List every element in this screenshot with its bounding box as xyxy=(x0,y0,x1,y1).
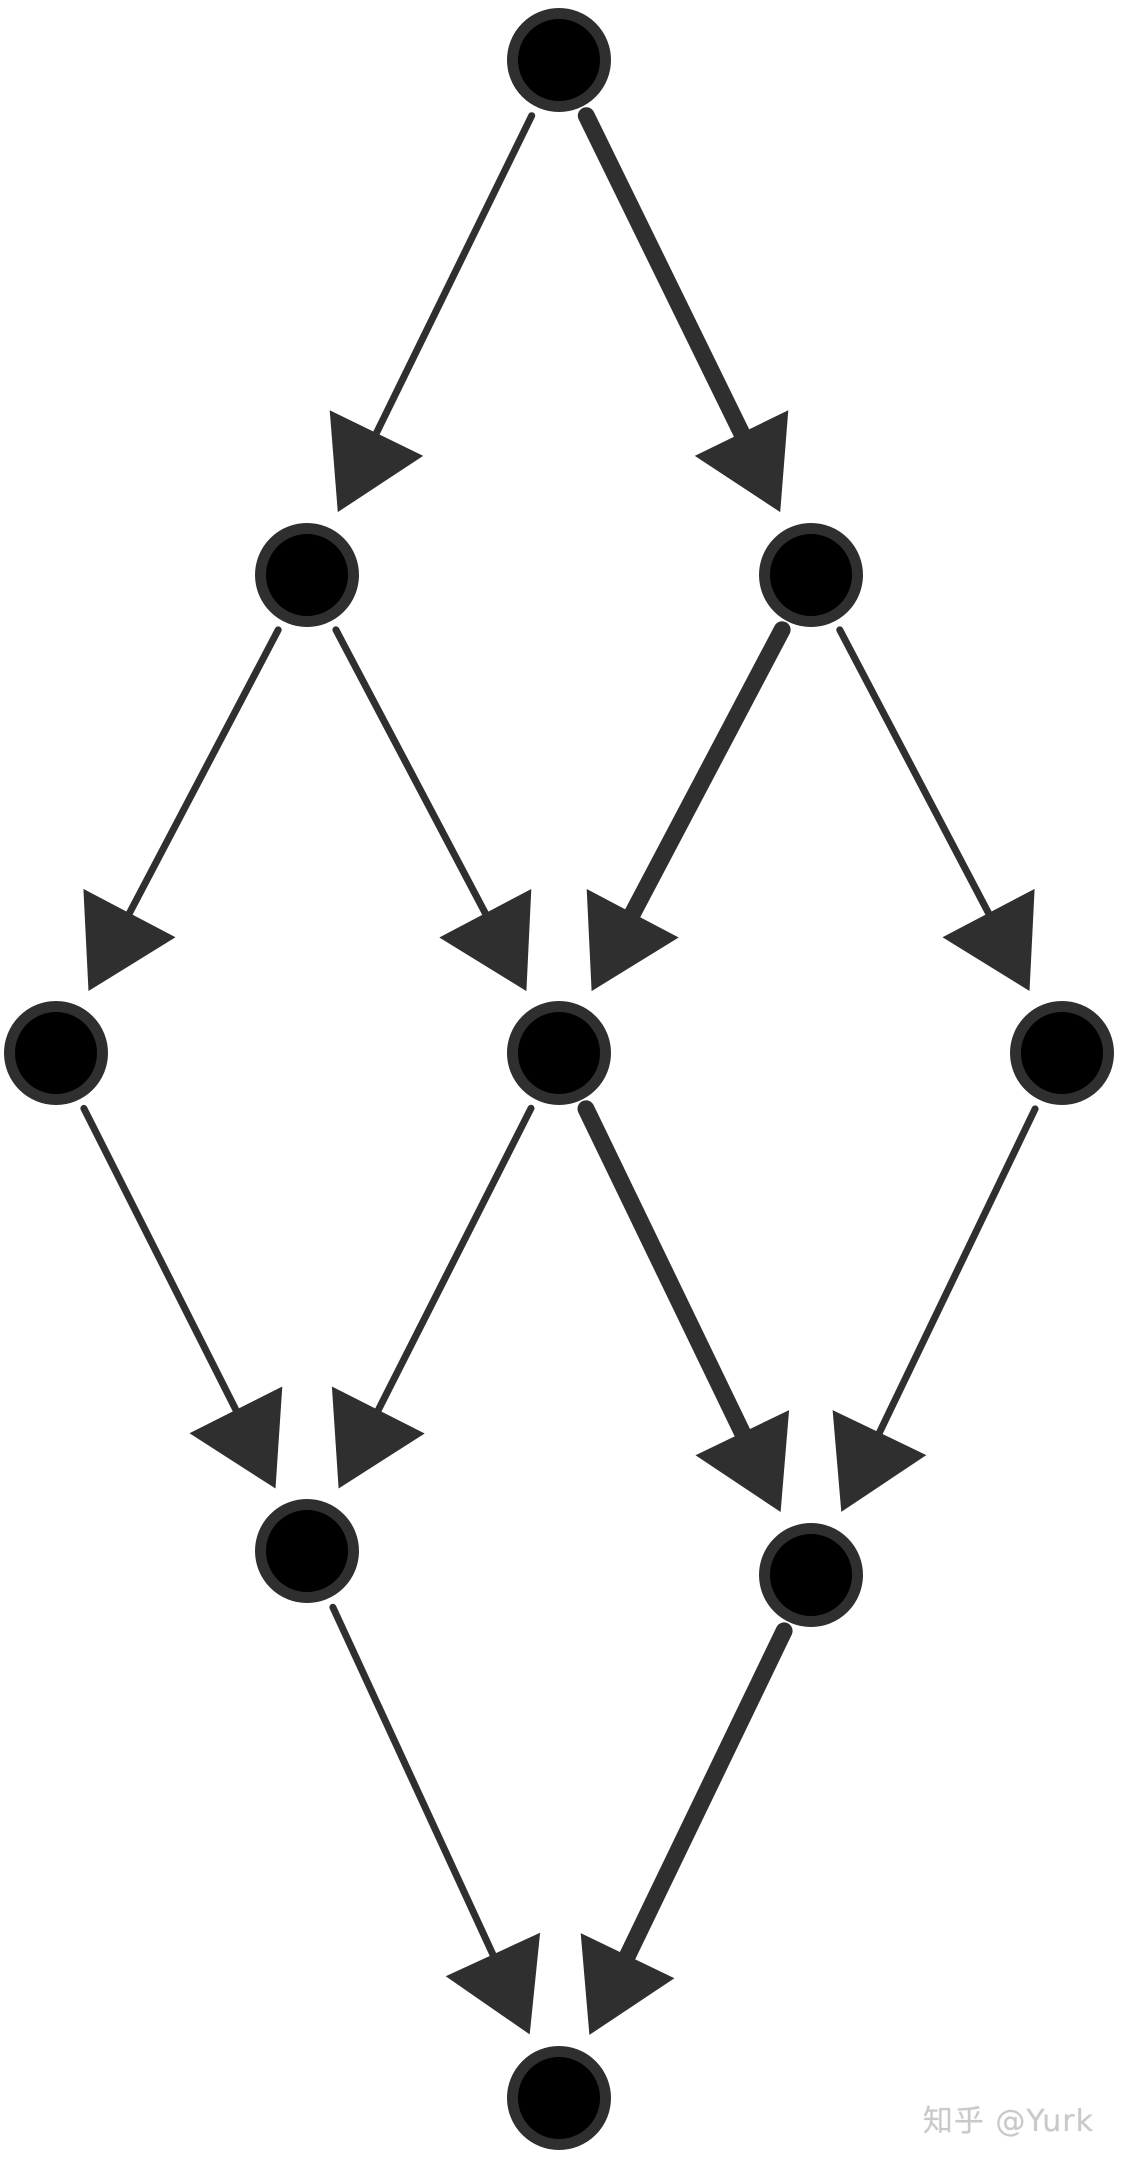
arrowhead-icon xyxy=(445,1932,541,2035)
arrowhead-icon xyxy=(580,1933,675,2035)
edge-n5-n8 xyxy=(577,1100,790,1512)
node-n4 xyxy=(4,1001,108,1105)
edge-line xyxy=(332,626,494,926)
arrowhead-icon xyxy=(439,889,532,992)
edge-n3-n6 xyxy=(836,626,1035,991)
edge-n8-n9 xyxy=(580,1622,793,2035)
arrowhead-icon xyxy=(189,1386,283,1489)
node-n6 xyxy=(1010,1001,1114,1105)
nodes-layer xyxy=(4,8,1114,2150)
edge-n7-n9 xyxy=(329,1603,541,2035)
edge-line xyxy=(871,1105,1039,1446)
edge-n1-n2 xyxy=(329,112,536,513)
edges-layer xyxy=(80,107,1039,2035)
edge-line xyxy=(370,1104,535,1423)
arrowhead-icon xyxy=(695,1410,790,1512)
arrowhead-icon xyxy=(329,410,424,513)
edge-line xyxy=(836,626,997,926)
edge-line xyxy=(80,1104,244,1423)
edge-line xyxy=(329,1603,501,1968)
node-n2 xyxy=(255,523,359,627)
node-n9 xyxy=(507,2046,611,2150)
node-n5 xyxy=(507,1001,611,1105)
edge-n1-n3 xyxy=(577,107,789,513)
arrowhead-icon xyxy=(331,1386,425,1489)
arrowhead-icon xyxy=(942,888,1035,991)
edge-n4-n7 xyxy=(80,1104,283,1489)
edge-line xyxy=(577,107,755,451)
node-n1 xyxy=(507,8,611,112)
arrowhead-icon xyxy=(832,1410,927,1512)
arrowhead-icon xyxy=(586,889,679,992)
edge-n5-n7 xyxy=(331,1104,535,1489)
edge-n2-n4 xyxy=(83,626,282,991)
edge-n6-n8 xyxy=(832,1105,1039,1512)
arrowhead-icon xyxy=(694,410,789,513)
node-n8 xyxy=(759,1523,863,1627)
edge-line xyxy=(619,621,791,931)
edge-line xyxy=(614,1622,793,1974)
edge-n3-n5 xyxy=(586,621,791,992)
node-n7 xyxy=(255,1499,359,1603)
edge-line xyxy=(368,112,536,446)
node-n3 xyxy=(759,523,863,627)
edge-line xyxy=(577,1100,756,1451)
arrowhead-icon xyxy=(83,888,176,991)
watermark-text: 知乎 @Yurk xyxy=(922,2104,1094,2139)
edge-n2-n5 xyxy=(332,626,532,992)
edge-line xyxy=(121,626,282,926)
